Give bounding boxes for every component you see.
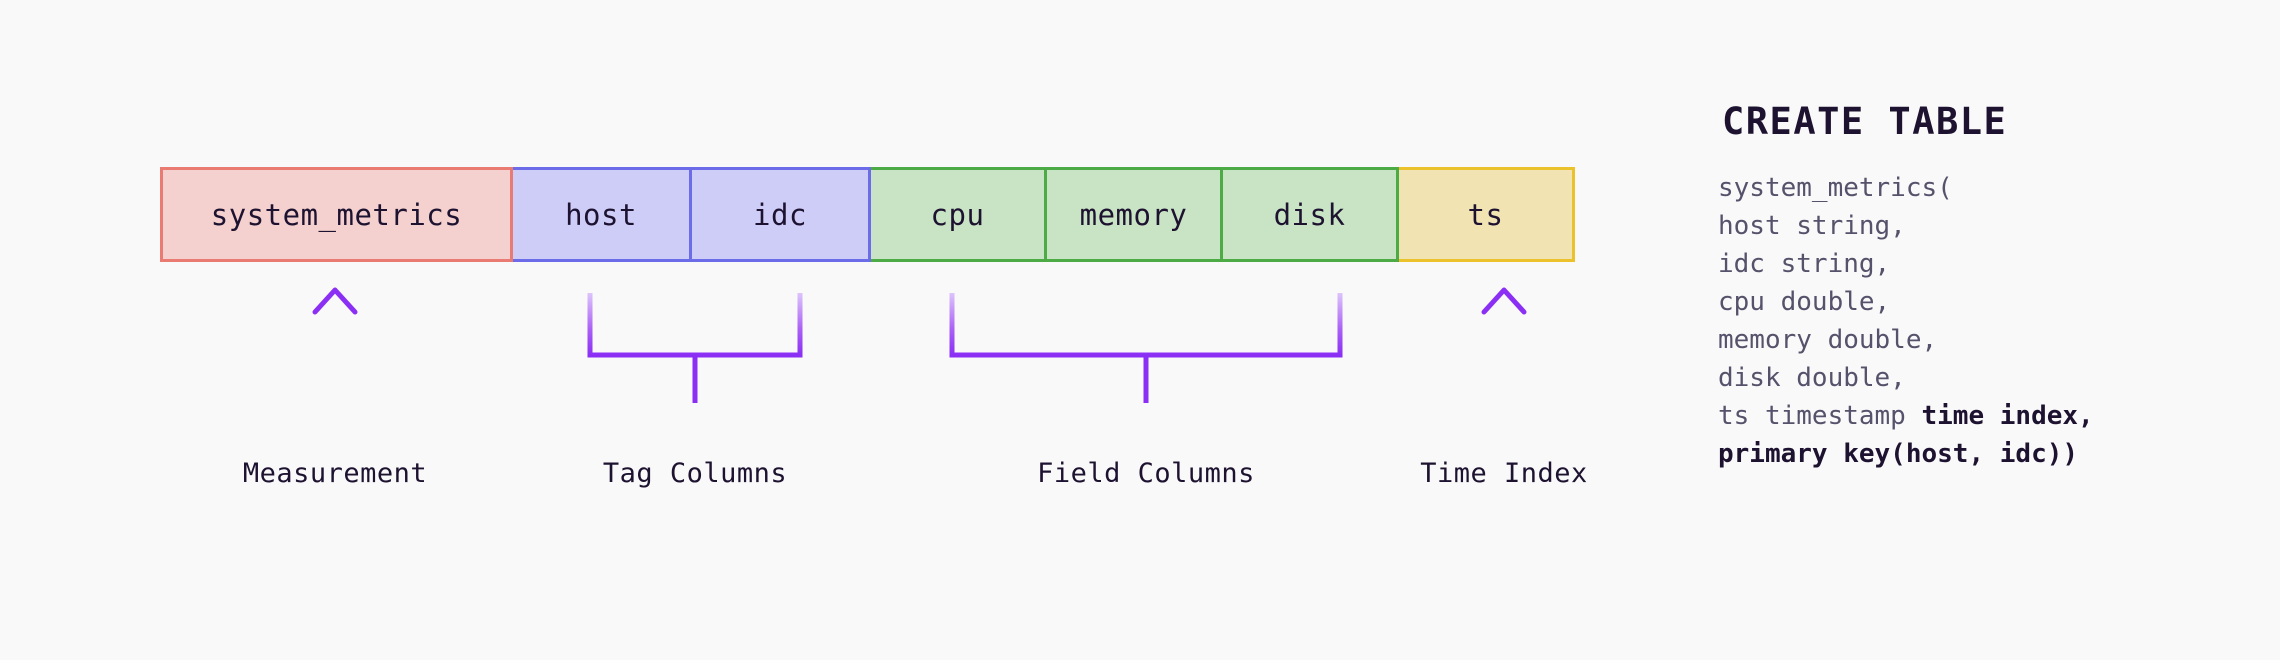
schema-cell-label: cpu	[930, 197, 985, 232]
sql-line: ts timestamp time index,	[1718, 397, 2238, 435]
sql-token: disk double,	[1718, 363, 1906, 393]
annotation-label-time-index: Time Index	[1420, 458, 1588, 489]
sql-token: time index,	[1921, 401, 2094, 431]
schema-cell-ts[interactable]: ts	[1396, 167, 1575, 262]
sql-line: idc string,	[1718, 245, 2238, 283]
schema-cell-label: system_metrics	[210, 197, 463, 232]
sql-line: host string,	[1718, 207, 2238, 245]
sql-line: cpu double,	[1718, 283, 2238, 321]
annotation-label-field-columns: Field Columns	[1037, 458, 1255, 489]
schema-cell-host[interactable]: host	[510, 167, 692, 262]
measurement-arrow-icon	[312, 287, 358, 388]
sql-token: system_metrics(	[1718, 173, 1953, 203]
schema-cell-label: idc	[753, 197, 807, 232]
schema-row: system_metrics host idc cpu memory disk …	[160, 167, 1575, 262]
annotation-label-tag-columns: Tag Columns	[602, 458, 788, 489]
sql-line: system_metrics(	[1718, 169, 2238, 207]
annotation-label-measurement: Measurement	[242, 458, 428, 489]
field-columns-bracket-icon	[949, 293, 1343, 403]
schema-cell-label: memory	[1079, 197, 1188, 232]
sql-token: memory double,	[1718, 325, 1938, 355]
schema-cell-label: ts	[1467, 197, 1504, 232]
schema-cell-label: disk	[1273, 197, 1346, 232]
sql-token: primary key(host, idc))	[1718, 439, 2079, 469]
schema-cell-disk[interactable]: disk	[1220, 167, 1399, 262]
sql-token: host string,	[1718, 211, 1906, 241]
schema-cell-label: host	[565, 197, 637, 232]
time-index-arrow-icon	[1481, 287, 1527, 388]
schema-cell-cpu[interactable]: cpu	[868, 167, 1047, 262]
tag-columns-bracket-icon	[587, 293, 803, 403]
schema-cell-idc[interactable]: idc	[689, 167, 871, 262]
sql-line: memory double,	[1718, 321, 2238, 359]
schema-cell-memory[interactable]: memory	[1044, 167, 1223, 262]
sql-line: disk double,	[1718, 359, 2238, 397]
sql-title: CREATE TABLE	[1722, 100, 2008, 143]
sql-line: primary key(host, idc))	[1718, 435, 2238, 473]
sql-token: ts timestamp	[1718, 401, 1922, 431]
sql-token: idc string,	[1718, 249, 1891, 279]
sql-token: cpu double,	[1718, 287, 1891, 317]
sql-code-block: system_metrics(host string, idc string, cp…	[1718, 169, 2238, 473]
schema-cell-measurement[interactable]: system_metrics	[160, 167, 513, 262]
sql-panel: CREATE TABLE system_metrics(host string,…	[1718, 100, 2238, 473]
